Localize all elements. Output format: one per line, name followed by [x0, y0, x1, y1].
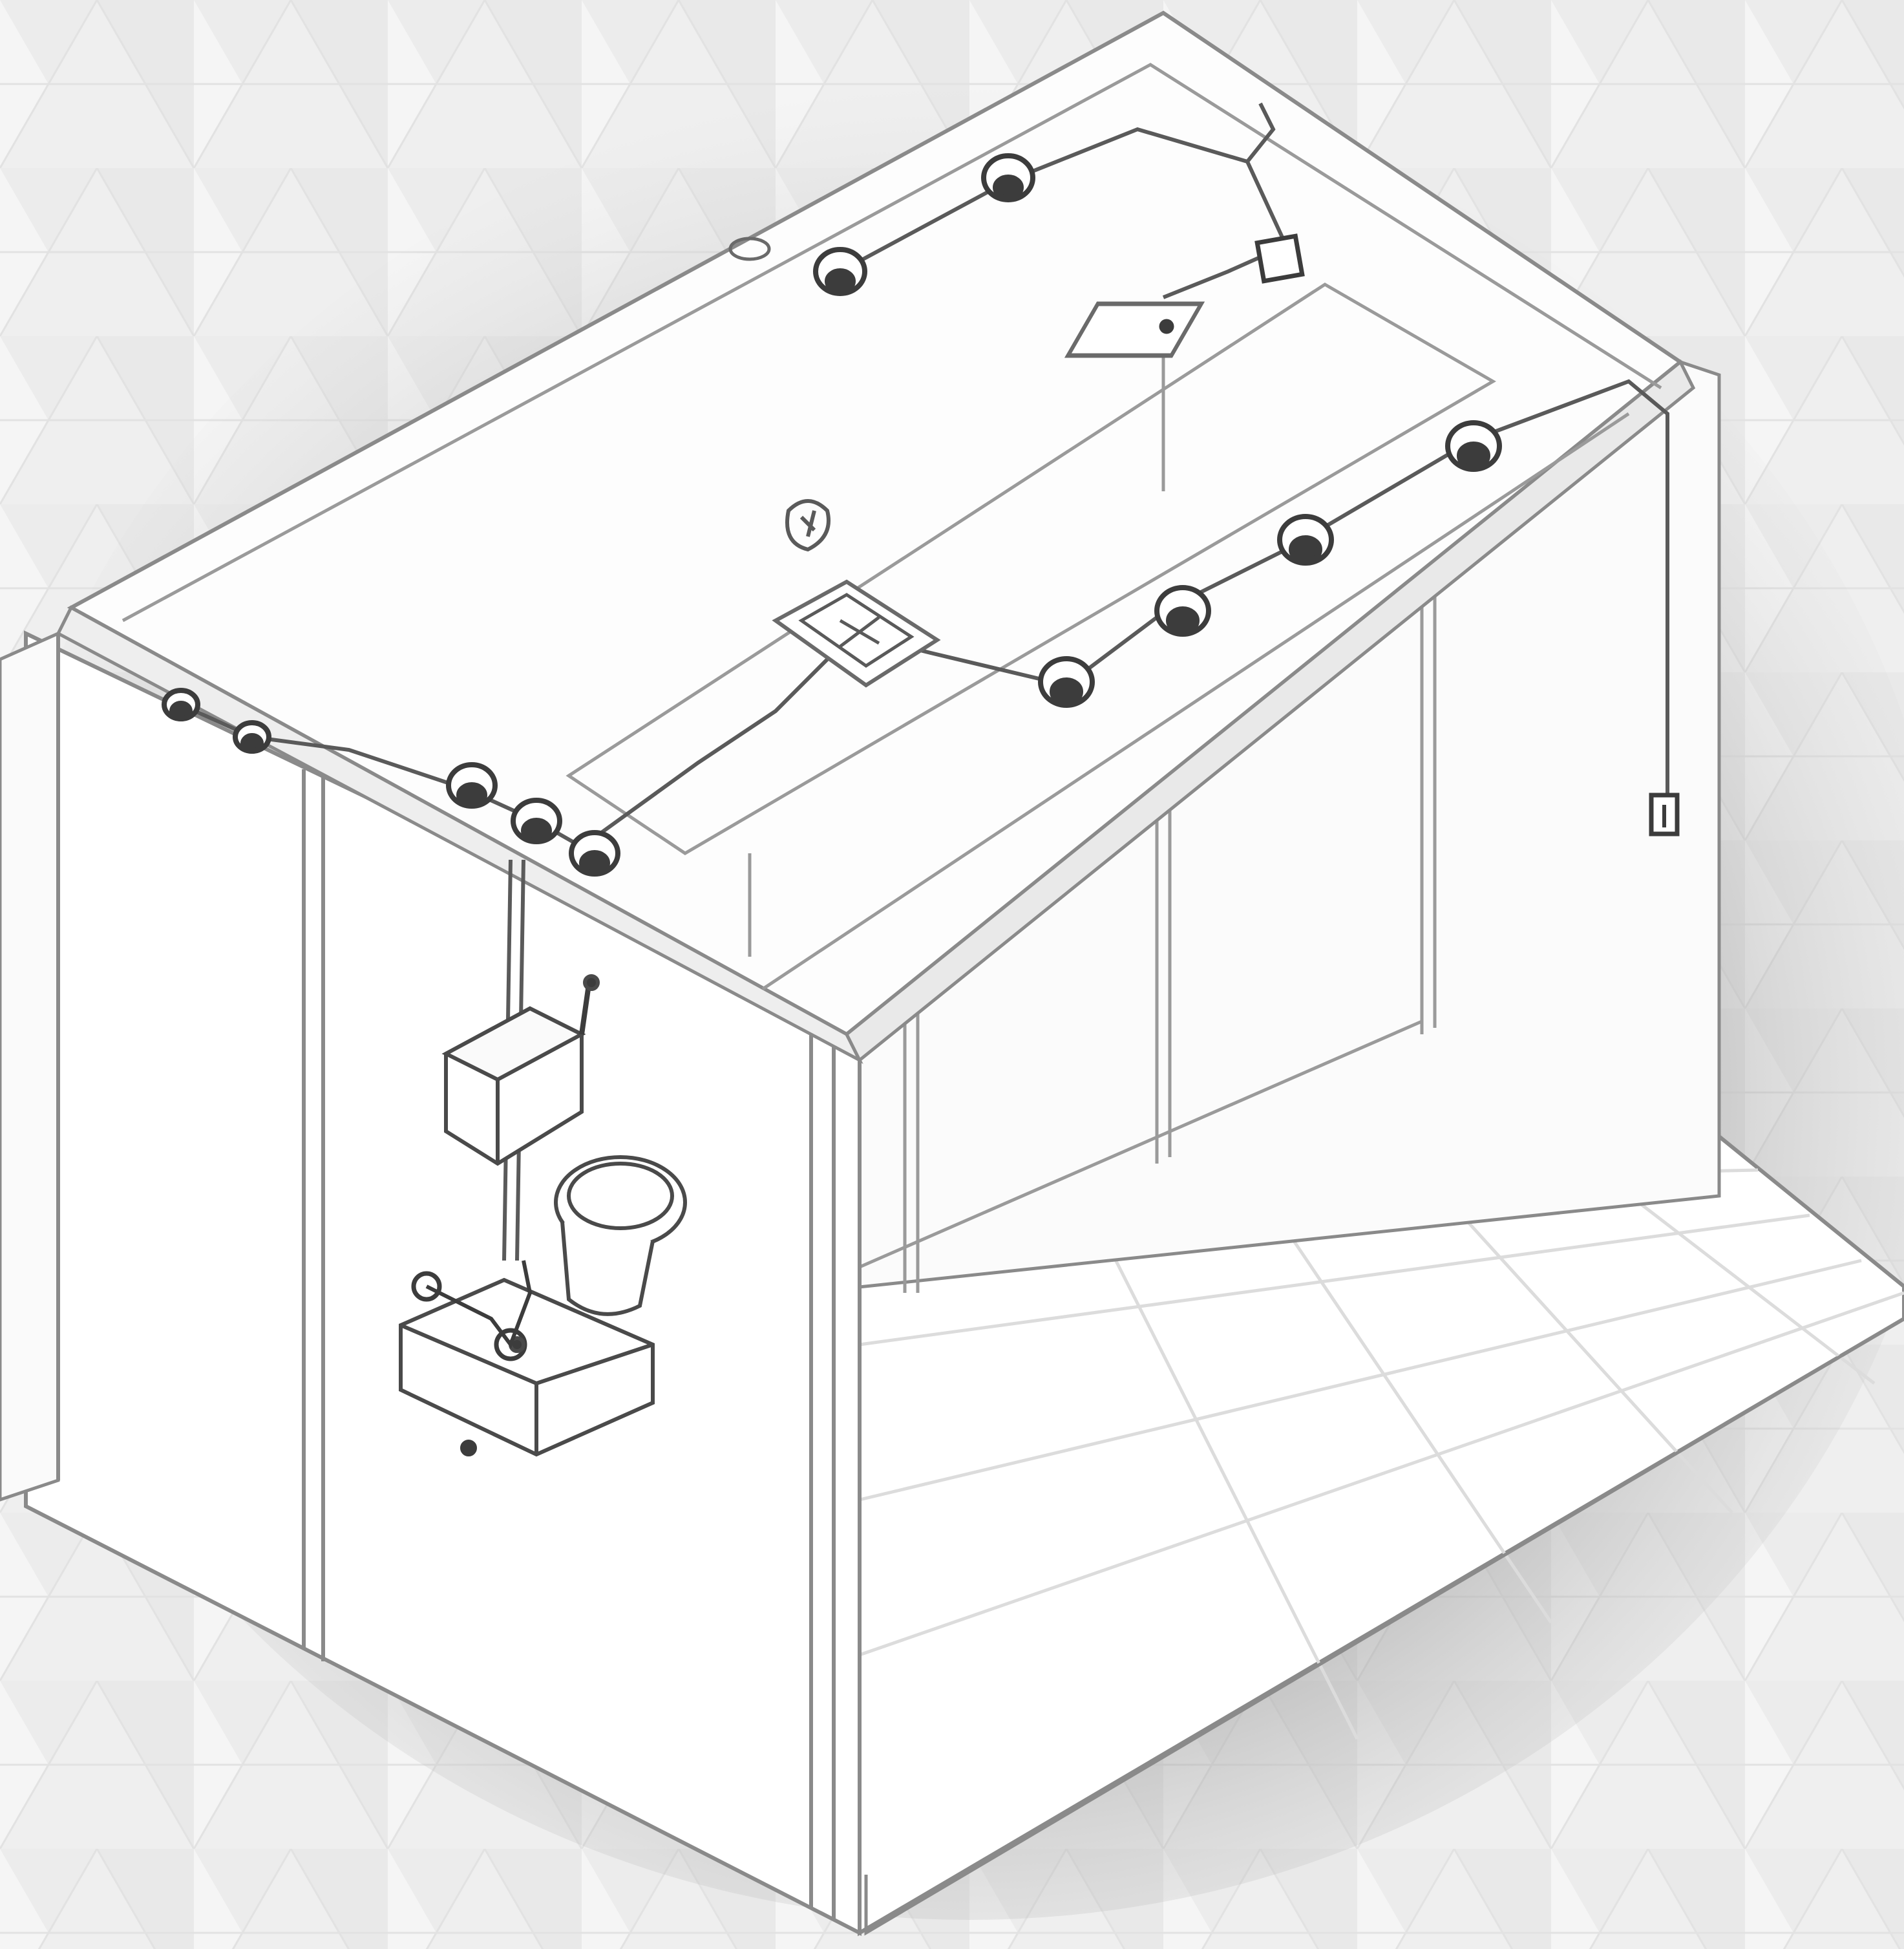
light-fixture-5	[569, 830, 620, 877]
light-fixture-4	[511, 798, 562, 844]
light-fixture-1	[162, 688, 200, 721]
wall-switch	[1649, 793, 1680, 836]
light-fixture-11	[1445, 420, 1502, 472]
light-fixture-8	[1038, 656, 1095, 708]
access-panel	[1064, 301, 1205, 358]
light-fixtures	[162, 153, 1502, 877]
left-wall-edge	[0, 631, 60, 1502]
light-fixture-9	[1154, 585, 1211, 637]
light-fixture-10	[1277, 514, 1334, 566]
junction-box	[1254, 233, 1305, 284]
smoke-detector	[785, 499, 830, 552]
ceiling-vent-small	[728, 237, 771, 261]
ceiling-fan	[772, 579, 941, 688]
light-fixture-7	[981, 153, 1035, 202]
light-fixture-3	[446, 762, 498, 809]
light-fixture-6	[813, 247, 867, 296]
toilet	[399, 974, 687, 1457]
light-fixture-2	[233, 720, 271, 754]
